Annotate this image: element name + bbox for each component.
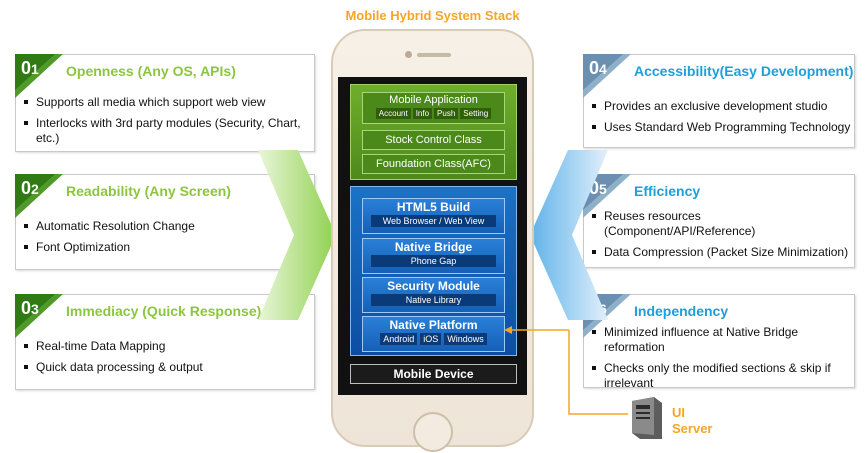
card-accessibility: 04 Accessibility(Easy Development) Provi…	[583, 54, 855, 148]
platform-android: Android	[380, 333, 418, 345]
number-badge: 01	[15, 54, 63, 98]
left-arrow-shape	[258, 150, 336, 320]
pill-push: Push	[434, 108, 459, 119]
html5-build-box: HTML5 Build Web Browser / Web View	[362, 198, 505, 234]
pill-info: Info	[412, 108, 433, 119]
foundation-class-box: Foundation Class(AFC)	[362, 154, 505, 174]
bullet: Provides an exclusive development studio	[592, 99, 854, 114]
card-efficiency: 05 Efficiency Reuses resources (Componen…	[583, 174, 855, 268]
security-module-box: Security Module Native Library	[362, 277, 505, 313]
card-heading: Readability (Any Screen)	[66, 183, 231, 199]
bullet: Reuses resources (Component/API/Referenc…	[592, 209, 854, 239]
bullet: Quick data processing & output	[24, 360, 314, 375]
stock-control-class-box: Stock Control Class	[362, 130, 505, 150]
number-badge: 04	[583, 54, 631, 98]
card-heading: Accessibility(Easy Development)	[634, 63, 854, 79]
bullet: Data Compression (Packet Size Minimizati…	[592, 245, 854, 260]
bullet: Real-time Data Mapping	[24, 339, 314, 354]
platform-windows: Windows	[444, 333, 487, 345]
card-independency: 06 Independency Minimized influence at N…	[583, 294, 855, 391]
number-badge: 03	[15, 294, 63, 338]
speaker-icon	[417, 53, 451, 57]
server-connector	[504, 326, 628, 415]
platform-ios: iOS	[420, 333, 442, 345]
card-readability: 02 Readability (Any Screen) Automatic Re…	[15, 174, 315, 270]
native-bridge-box: Native Bridge Phone Gap	[362, 238, 505, 274]
card-heading: Openness (Any OS, APIs)	[66, 63, 236, 79]
bullet: Font Optimization	[24, 240, 314, 255]
card-openness: 01 Openness (Any OS, APIs) Supports all …	[15, 54, 315, 152]
ui-server-label: UI Server	[672, 405, 713, 436]
pill-account: Account	[375, 108, 411, 119]
bullet: Automatic Resolution Change	[24, 219, 314, 234]
bullet: Supports all media which support web vie…	[24, 95, 314, 110]
camera-icon	[405, 51, 412, 58]
bullet: Uses Standard Web Programming Technology	[592, 120, 854, 135]
card-heading: Immediacy (Quick Response)	[66, 303, 262, 319]
number-badge: 02	[15, 174, 63, 218]
mobile-application-box: Mobile Application Account Info Push Set…	[362, 92, 505, 124]
diagram-title: Mobile Hybrid System Stack	[345, 8, 520, 23]
card-heading: Independency	[634, 303, 729, 319]
right-arrow-shape	[530, 150, 608, 320]
bullet: Checks only the modified sections & skip…	[592, 361, 854, 391]
pill-setting: Setting	[460, 108, 492, 119]
server-icon	[632, 397, 662, 439]
home-button-icon	[413, 412, 453, 452]
mobile-device-box: Mobile Device	[350, 364, 517, 384]
bullet: Minimized influence at Native Bridge ref…	[592, 325, 854, 355]
card-heading: Efficiency	[634, 183, 701, 199]
native-platform-box: Native Platform Android iOS Windows	[362, 316, 505, 352]
bullet: Interlocks with 3rd party modules (Secur…	[24, 116, 314, 146]
